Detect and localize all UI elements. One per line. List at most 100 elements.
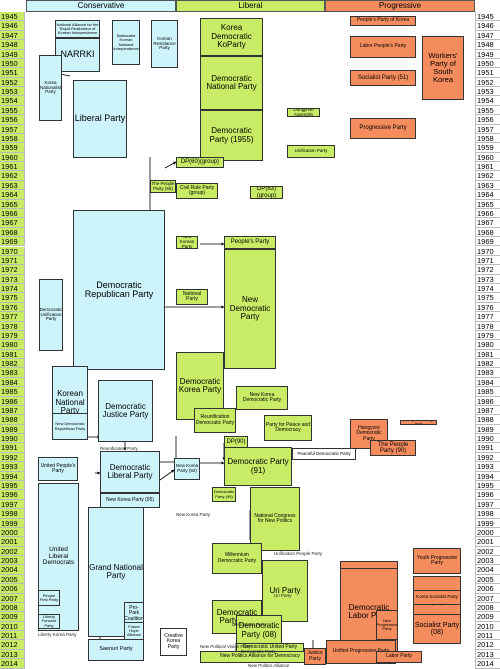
party-name: DP(63) (group)	[256, 186, 277, 199]
party-name: New Politics Alliance for Democracy	[220, 653, 300, 660]
year-label: 1963	[0, 180, 25, 191]
party-name: Democratic Party (91)	[227, 457, 289, 475]
year-label: 1961	[0, 162, 25, 172]
year-label: 1971	[475, 255, 500, 266]
year-label: 1974	[0, 284, 25, 294]
year-label: 1968	[475, 227, 500, 238]
year-label: 1949	[475, 49, 500, 59]
year-label: 1970	[475, 246, 500, 256]
party-name: New Korean Party	[179, 236, 195, 249]
year-label: 1992	[0, 452, 25, 463]
party-name: Pro-Park Coalition	[124, 605, 144, 622]
year-label: 1945	[475, 12, 500, 22]
year-label: 1975	[475, 293, 500, 303]
party-box: National Party	[176, 289, 208, 305]
year-label: 1992	[475, 452, 500, 463]
party-box: Democratic Liberal Party	[100, 451, 160, 493]
party-name: Dongjihoe Assembly	[293, 108, 314, 117]
party-box: Justice Party	[304, 648, 326, 665]
year-label: 2002	[0, 546, 25, 557]
year-label: 2006	[0, 584, 25, 594]
year-label: 1995	[0, 481, 25, 491]
party-name: Democratic Justice Party	[102, 401, 149, 419]
party-box: Labor People's Party	[350, 36, 416, 58]
party-name: Nationalist Korean National Independence	[113, 33, 139, 51]
year-label: 1948	[0, 40, 25, 50]
year-label: 1984	[0, 377, 25, 388]
party-box: Democratic Party (95)	[212, 487, 236, 502]
party-name: Liberty Forward Party	[41, 614, 57, 628]
party-box: Socialist Party (51)	[350, 70, 416, 86]
party-box: People First Party	[38, 590, 60, 606]
year-label: 2007	[0, 593, 25, 603]
year-label: 1994	[0, 471, 25, 481]
party-box: Democratic Justice Party	[98, 380, 153, 442]
party-name: DP(60)(group)	[180, 159, 220, 166]
year-label: 1998	[0, 509, 25, 519]
party-box: New Progressive Party	[376, 610, 398, 640]
party-box: Youth Progressive Party	[413, 548, 461, 574]
party-name: Korea Nationalist Party	[40, 79, 62, 95]
party-name: Progressive Party	[359, 125, 407, 132]
party-name: Civil Rule Party (group)	[179, 184, 215, 196]
party-box: Progressive Party	[350, 118, 416, 139]
year-label: 2003	[0, 556, 25, 566]
year-label: 2008	[0, 602, 25, 613]
year-label: 1984	[475, 377, 500, 388]
party-name: Democratic United Party	[242, 643, 298, 650]
party-name: National Alliance for the Rapid Realizat…	[56, 21, 99, 36]
party-name: Labor Party	[386, 653, 412, 660]
year-label: 1956	[475, 115, 500, 125]
year-label: 1960	[475, 152, 500, 163]
party-box: Liberal Party	[73, 80, 127, 158]
year-label: 1989	[475, 424, 500, 435]
party-box: People's Party	[224, 236, 276, 249]
year-label: 1985	[475, 387, 500, 397]
small-party-label: New Korea Party	[176, 512, 211, 517]
year-label: 1966	[475, 208, 500, 219]
year-label: 1979	[475, 330, 500, 341]
party-name: New Democratic Republican Party	[54, 421, 86, 431]
year-label: 1956	[0, 115, 25, 125]
party-box: Civil Rule Party (group)	[176, 183, 218, 199]
year-label: 1983	[0, 368, 25, 378]
year-label: 1983	[475, 368, 500, 378]
year-label: 2010	[0, 621, 25, 632]
small-party-label: Uri Party	[274, 593, 292, 598]
year-label: 1952	[0, 77, 25, 88]
year-label: 1977	[475, 312, 500, 322]
year-label: 1961	[475, 162, 500, 172]
year-label: 1958	[475, 133, 500, 144]
party-box: New Democratic Republican Party	[52, 413, 88, 440]
year-label: 1993	[475, 462, 500, 472]
year-label: 1990	[0, 434, 25, 444]
year-label: 2000	[475, 527, 500, 538]
year-label: 2006	[475, 584, 500, 594]
party-box: Dongjihoe Assembly	[287, 108, 320, 117]
party-name: Democratic Republican Party	[84, 279, 154, 299]
party-box: Peaceful Democratic Party	[292, 448, 356, 460]
party-box: DP(60)(group)	[176, 157, 224, 168]
year-label: 1964	[475, 190, 500, 200]
party-box: Labor Party	[376, 651, 422, 663]
party-name: New Korea Party (92)	[175, 463, 199, 473]
year-label: 2012	[0, 640, 25, 650]
year-label: 1980	[475, 340, 500, 350]
liberal-header: Liberal	[176, 0, 325, 12]
year-label: 1971	[0, 255, 25, 266]
party-name: Millennium Democratic Party	[217, 552, 257, 564]
party-name: Democratic Party (95)	[213, 489, 235, 499]
year-label: 1972	[475, 265, 500, 275]
party-box: Democratic Unification Party	[39, 279, 63, 351]
party-box: Korea Democratic KoParty	[200, 18, 263, 56]
small-party-label: Democratic Party	[232, 622, 267, 627]
party-name: Unification Party	[294, 148, 328, 154]
year-label: 1978	[0, 321, 25, 331]
year-label: 1945	[0, 12, 25, 22]
party-box: Uri Party	[262, 560, 308, 622]
party-name: Labor People's Party	[359, 43, 407, 50]
party-name: Hangyore Democratic Party	[356, 425, 382, 442]
year-label: 1970	[0, 246, 25, 256]
party-name: New Korea Party (95)	[105, 496, 155, 503]
year-label: 1960	[0, 152, 25, 163]
